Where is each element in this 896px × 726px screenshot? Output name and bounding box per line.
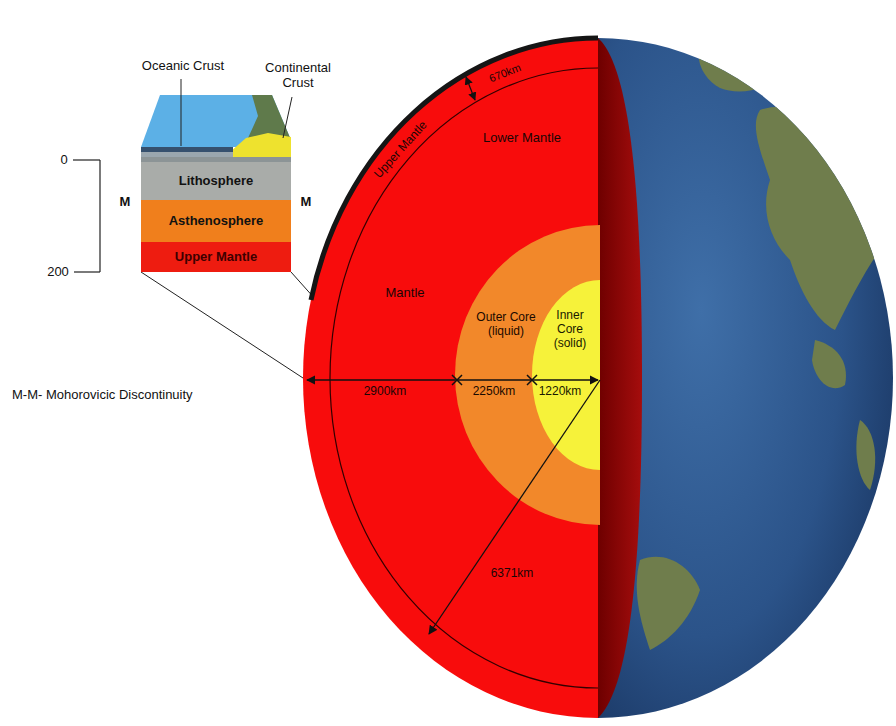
layer-label: Lower Mantle	[483, 131, 561, 146]
dimension-label: 2900km	[364, 385, 407, 399]
dimension-label: 6371km	[491, 567, 534, 581]
asthenosphere-band: Asthenosphere	[141, 200, 291, 242]
leader-line	[181, 79, 182, 146]
core-label: Outer Core (liquid)	[470, 311, 542, 339]
note-label: M-M- Mohorovicic Discontinuity	[12, 388, 193, 403]
dimension-line	[307, 379, 598, 380]
tick-mark	[527, 375, 537, 385]
zoom-line	[141, 272, 303, 378]
depth-label: 200	[47, 265, 69, 280]
dimension-label: 1220km	[539, 385, 582, 399]
tick-mark	[452, 375, 462, 385]
part-label: Continental Crust	[256, 61, 340, 91]
core-label: Inner Core (solid)	[548, 309, 592, 350]
depth-label: 0	[60, 153, 67, 168]
lithosphere-band: Lithosphere	[141, 162, 291, 200]
depth-bracket	[74, 271, 100, 272]
crust-layer	[141, 152, 233, 157]
leader-line	[283, 97, 292, 138]
part-label: Oceanic Crust	[142, 59, 224, 74]
boundary-marker: M	[120, 195, 131, 210]
mantle-region: MantleOuter Core (liquid)Inner Core (sol…	[303, 38, 895, 718]
upper-mantle-band: Upper Mantle	[141, 242, 291, 272]
layer-label: Mantle	[385, 286, 424, 301]
inner-core-face	[532, 280, 600, 470]
continents	[637, 45, 889, 650]
dimension-label: 2250km	[473, 385, 516, 399]
outer-core: Outer Core (liquid)Inner Core (solid)	[455, 225, 600, 525]
globe-surface	[598, 38, 893, 718]
inner-core: Inner Core (solid)	[532, 280, 600, 470]
oceanic-crust-layer	[141, 147, 233, 152]
layer-label: Lithosphere	[179, 174, 253, 189]
layer-label: Asthenosphere	[169, 214, 264, 229]
thickness-arrow	[466, 77, 475, 100]
depth-bracket	[99, 160, 100, 272]
cut-face	[598, 38, 642, 718]
layer-label: Upper Mantle	[175, 250, 257, 265]
boundary-marker: M	[301, 195, 312, 210]
depth-bracket	[73, 159, 100, 160]
radius-line	[429, 380, 600, 634]
outer-core-face	[455, 225, 600, 525]
